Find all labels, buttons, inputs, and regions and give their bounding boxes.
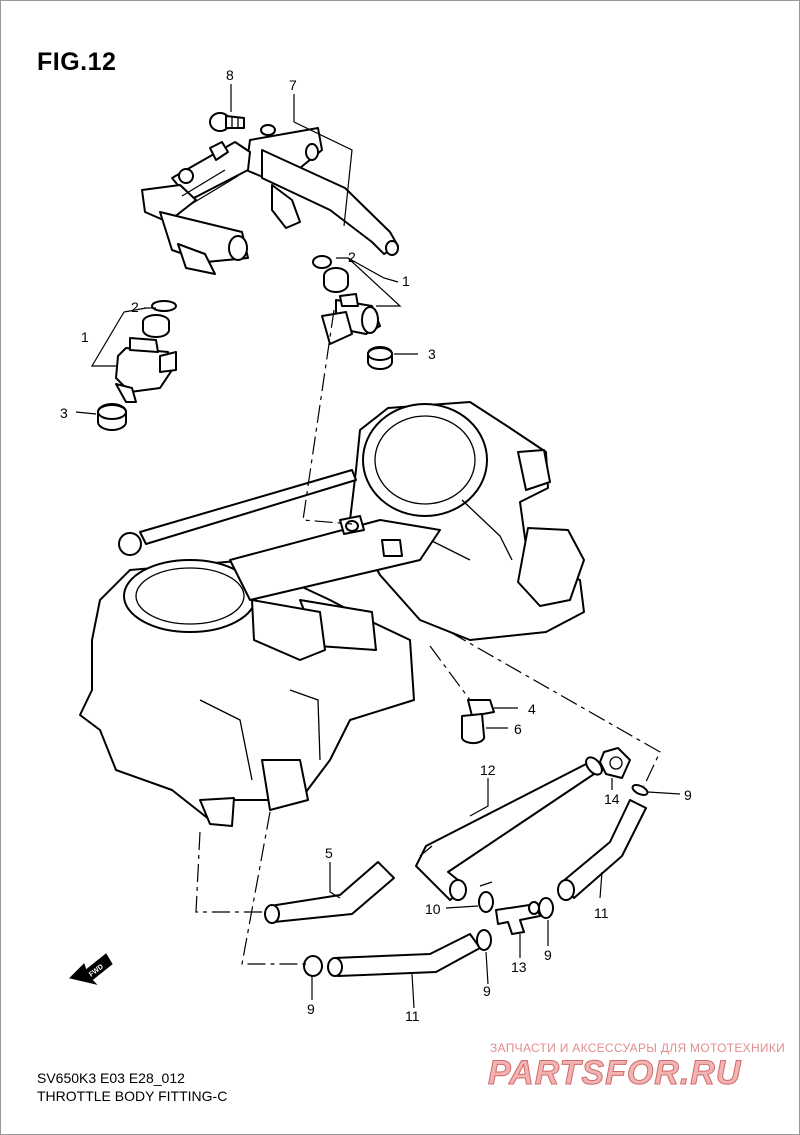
callout-11: 11	[405, 1008, 420, 1024]
part-hose-5[interactable]	[264, 861, 395, 924]
callout-12: 12	[480, 762, 496, 778]
callout-11: 11	[594, 905, 609, 921]
leader-line	[647, 791, 681, 795]
callout-4: 4	[528, 701, 536, 717]
part-cushion-left[interactable]	[142, 314, 170, 338]
part-clip-4[interactable]	[467, 699, 495, 717]
callout-6: 6	[514, 721, 522, 737]
part-throttle-body-assembly[interactable]	[79, 401, 585, 827]
model-code: SV650K3 E03 E28_012	[37, 1070, 185, 1086]
leader-line	[90, 307, 147, 367]
part-fuel-injector-right[interactable]	[321, 293, 381, 345]
leader-line	[599, 871, 603, 899]
part-clamp-14[interactable]	[599, 747, 631, 779]
assembly-line	[429, 645, 471, 701]
leader-line	[485, 951, 489, 985]
callout-7: 7	[289, 77, 297, 93]
callout-9: 9	[544, 947, 552, 963]
callout-2: 2	[131, 299, 139, 315]
callout-10: 10	[425, 901, 441, 917]
callout-1: 1	[402, 273, 410, 289]
part-fuel-injector-left[interactable]	[115, 337, 177, 403]
part-clamp-9-right[interactable]	[631, 783, 649, 797]
part-seal-left[interactable]	[97, 403, 127, 431]
callout-9: 9	[684, 787, 692, 803]
part-fuel-delivery-pipe[interactable]	[141, 124, 399, 275]
part-o-ring-right[interactable]	[312, 255, 332, 269]
callout-9: 9	[483, 983, 491, 999]
part-hose-11-right[interactable]	[557, 799, 647, 901]
callout-3: 3	[60, 405, 68, 421]
part-clamp-9-lower[interactable]	[476, 929, 492, 951]
callout-8: 8	[226, 67, 234, 83]
assembly-line	[302, 309, 353, 525]
fwd-arrow-icon: FWD	[69, 953, 113, 985]
callout-9: 9	[307, 1001, 315, 1017]
assembly-title: THROTTLE BODY FITTING-C	[37, 1088, 228, 1104]
leader-line	[411, 973, 415, 1009]
part-o-ring-left[interactable]	[151, 300, 177, 312]
callout-1: 1	[81, 329, 89, 345]
part-hose-12[interactable]	[415, 754, 605, 901]
part-cushion-right[interactable]	[323, 267, 349, 293]
leader-line	[75, 411, 97, 415]
leader-line	[293, 94, 353, 227]
part-joint-13[interactable]	[495, 901, 541, 935]
callout-13: 13	[511, 959, 527, 975]
leader-line	[336, 257, 402, 307]
assembly-line	[449, 631, 661, 787]
part-clamp-9-left[interactable]	[303, 955, 323, 977]
part-clamp-10[interactable]	[478, 881, 494, 913]
leader-line	[469, 778, 489, 817]
assembly-line	[241, 811, 306, 965]
part-cap-6[interactable]	[461, 713, 486, 745]
leader-line	[329, 862, 341, 899]
part-bolt[interactable]	[209, 112, 245, 132]
part-hose-11-bottom[interactable]	[327, 933, 481, 977]
leader-line	[347, 257, 399, 283]
callout-2: 2	[348, 249, 356, 265]
part-clamp-9-mid[interactable]	[538, 897, 554, 919]
part-seal-right[interactable]	[367, 346, 393, 370]
callout-5: 5	[325, 845, 333, 861]
assembly-line	[195, 831, 266, 913]
figure-title: FIG.12	[37, 48, 117, 76]
callout-14: 14	[604, 791, 620, 807]
watermark-logo: PARTSFOR.RU	[487, 1054, 742, 1093]
callout-3: 3	[428, 346, 436, 362]
watermark-tagline: ЗАПЧАСТИ И АКСЕССУАРЫ ДЛЯ МОТОТЕХНИКИ	[490, 1041, 786, 1055]
leader-line	[445, 905, 479, 909]
